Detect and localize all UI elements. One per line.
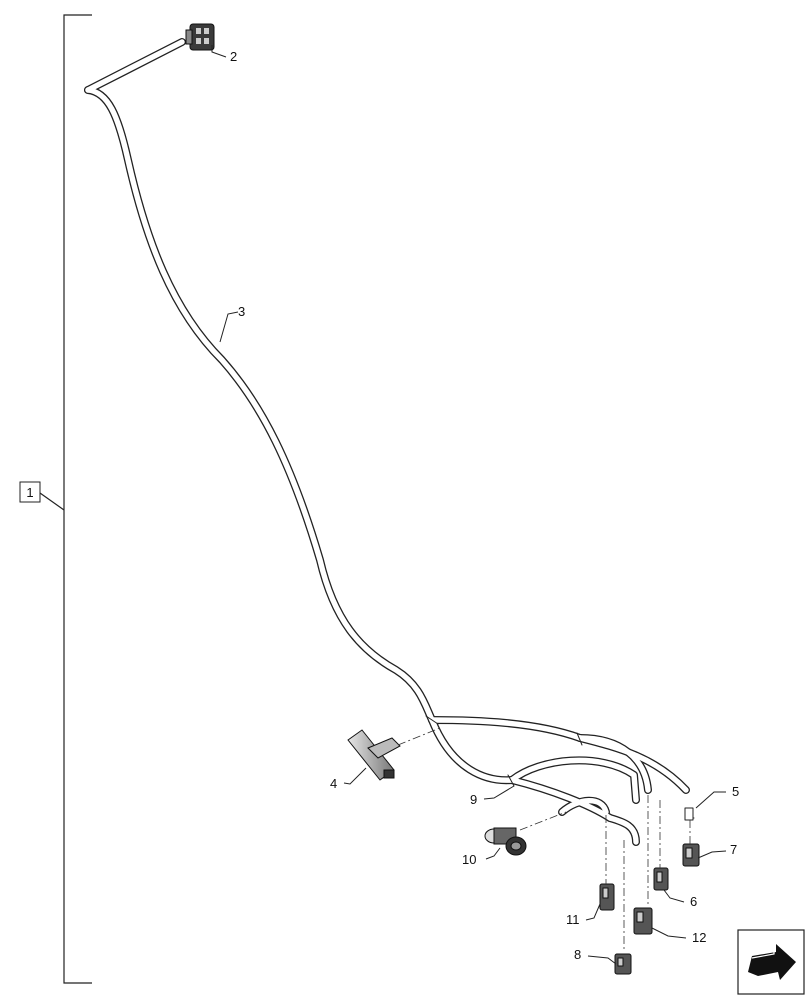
callout-7: 7 bbox=[730, 842, 737, 857]
callout-12: 12 bbox=[692, 930, 706, 945]
main-harness-cable bbox=[84, 38, 695, 846]
connector-11 bbox=[599, 883, 615, 911]
callout-6: 6 bbox=[690, 894, 697, 909]
connector-12 bbox=[633, 907, 653, 935]
connector-7 bbox=[682, 843, 700, 867]
assembly-bracket bbox=[39, 14, 92, 984]
assembly-label: 1 bbox=[26, 485, 33, 500]
alignment-lines bbox=[397, 727, 691, 952]
connector-4 bbox=[347, 729, 401, 781]
callout-11: 11 bbox=[566, 912, 580, 927]
callout-9: 9 bbox=[470, 792, 477, 807]
assembly-label-box: 1 bbox=[19, 481, 41, 503]
connector-8 bbox=[614, 953, 632, 975]
callout-10: 10 bbox=[462, 852, 476, 867]
connector-10 bbox=[484, 827, 527, 856]
callout-8: 8 bbox=[574, 947, 581, 962]
callout-5: 5 bbox=[732, 784, 739, 799]
connector-6 bbox=[653, 867, 669, 891]
callout-leaders bbox=[211, 45, 727, 965]
callout-4: 4 bbox=[330, 776, 337, 791]
connector-2 bbox=[185, 23, 215, 51]
callout-3: 3 bbox=[238, 304, 245, 319]
callout-2: 2 bbox=[230, 49, 237, 64]
next-page-arrow-icon[interactable] bbox=[737, 929, 805, 995]
